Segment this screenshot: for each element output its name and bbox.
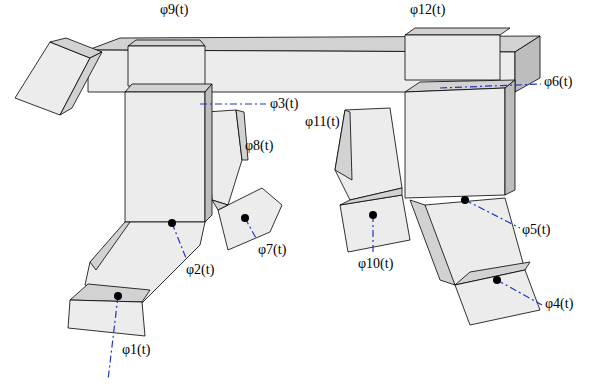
joint-angle-label: φ1(t) bbox=[122, 342, 150, 358]
joint-angle-label: φ12(t) bbox=[410, 2, 445, 18]
joint-angle-label: φ8(t) bbox=[245, 138, 273, 154]
joint-angle-label: φ5(t) bbox=[522, 222, 550, 238]
joint-angle-label: φ11(t) bbox=[305, 114, 340, 130]
joint-angle-label: φ4(t) bbox=[545, 296, 573, 312]
joint-angle-label: φ7(t) bbox=[258, 242, 286, 258]
joint-angle-label: φ2(t) bbox=[186, 262, 214, 278]
joint-angle-label: φ9(t) bbox=[160, 2, 188, 18]
joint-angle-label: φ6(t) bbox=[544, 74, 572, 90]
joint-angle-label: φ10(t) bbox=[358, 256, 393, 272]
joint-angle-label: φ3(t) bbox=[270, 96, 298, 112]
